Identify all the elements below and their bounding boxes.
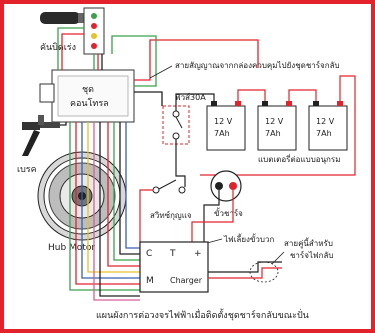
charger-output-wires: [208, 261, 282, 283]
battery-links: [175, 75, 356, 176]
signal-wire-note: สายสัญญาณจากกล่องควบคุมไปยังชุดชาร์จกลับ: [175, 60, 340, 70]
battery-3-voltage: 12 V: [316, 117, 335, 126]
brake-lever: [22, 115, 60, 156]
hub-motor-label: Hub Motor: [48, 243, 95, 253]
signal-note-arrow: [149, 65, 173, 79]
charger-wire-note-line2: ชาร์จไฟกลับ: [290, 250, 333, 260]
battery-2: [257, 101, 297, 151]
charger-box: [139, 241, 209, 293]
battery-3: [308, 101, 348, 151]
charger-note-arrow: [271, 251, 285, 265]
key-switch-label: สวิทซ์กุญแจ: [150, 210, 192, 220]
battery-2-capacity: 7Ah: [265, 129, 281, 138]
battery-1-voltage: 12 V: [214, 117, 233, 126]
controller-label-line2: คอนโทรล: [70, 98, 109, 109]
battery-3-capacity: 7Ah: [316, 129, 332, 138]
charger-terminal-plus: +: [194, 249, 202, 259]
positive-wire-label: ไฟเลี้ยงขั้วบวก: [223, 233, 274, 244]
charger-terminal-m: M: [146, 276, 154, 286]
charger-terminal-c: C: [146, 249, 152, 259]
charger-name: Charger: [170, 276, 203, 285]
controller: [39, 69, 135, 123]
controller-label-line1: ชุด: [82, 85, 94, 95]
charger-terminal-t: T: [169, 249, 176, 259]
diagram-caption: แผนผังการต่อวงจรไฟฟ้าเมื่อติดตั้งชุดชาร์…: [96, 308, 309, 321]
brake-label: เบรค: [17, 165, 37, 175]
battery-2-voltage: 12 V: [265, 117, 284, 126]
battery-1: [206, 101, 246, 151]
battery-series-note: แบตเตอรี่ต่อแบบอนุกรม: [258, 153, 340, 164]
charge-port-wires: [191, 190, 234, 250]
wire-bundle: [57, 27, 259, 301]
charge-port-label: ขั้วชาร์จ: [214, 207, 243, 218]
fuse-label: ฟิวส์30A: [175, 92, 206, 102]
charge-port: [210, 170, 242, 202]
battery-1-capacity: 7Ah: [214, 129, 230, 138]
throttle: [40, 7, 105, 55]
charger-wire-note-line1: สายคู่นี้สำหรับ: [284, 237, 333, 249]
